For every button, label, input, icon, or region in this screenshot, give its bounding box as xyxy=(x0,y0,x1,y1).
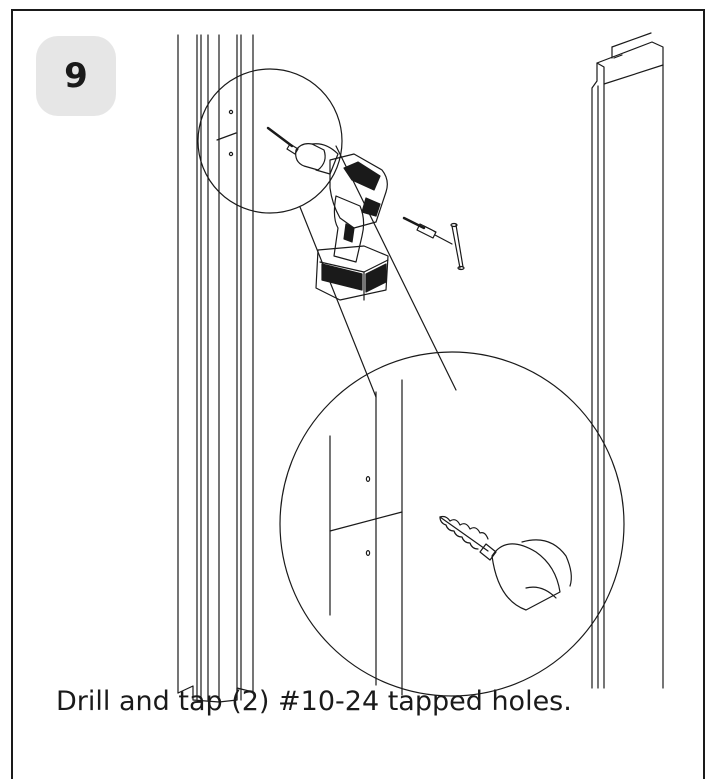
instruction-frame xyxy=(11,9,705,779)
left-door-frame xyxy=(177,34,254,703)
detail-leader-lines xyxy=(299,145,457,398)
step-number: 9 xyxy=(64,56,88,96)
detail-magnifier xyxy=(279,351,625,697)
tap-wrench xyxy=(402,216,465,271)
step-number-badge: 9 xyxy=(36,36,116,116)
right-door-frame xyxy=(591,32,664,689)
detail-callout-circle xyxy=(197,68,343,214)
step-instruction-text: Drill and tap (2) #10-24 tapped holes. xyxy=(56,686,572,717)
detail-magnifier-contents xyxy=(329,379,572,696)
cordless-drill xyxy=(266,126,389,301)
